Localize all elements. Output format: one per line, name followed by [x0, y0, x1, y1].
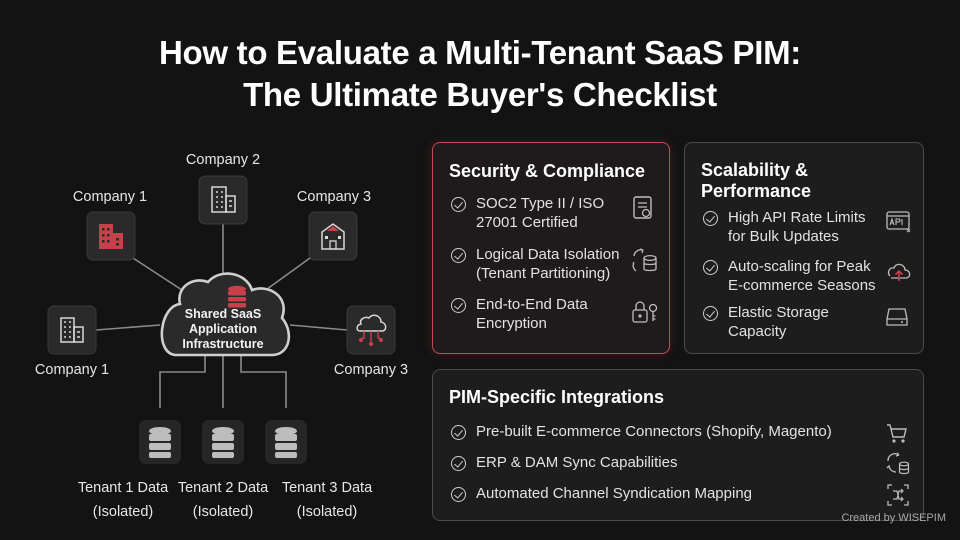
tenant-1-status: (Isolated) [92, 504, 154, 520]
company-2-node [198, 175, 248, 225]
scalability-item-1-line-1: High API Rate Limits [728, 209, 866, 226]
company-1-top-label: Company 1 [72, 189, 148, 205]
security-item-1-line-2: 27001 Certified [476, 214, 578, 231]
security-item-2-line-1: Logical Data Isolation [476, 246, 620, 263]
scalability-item-2-line-2: E-commerce Seasons [728, 277, 876, 294]
building-icon [60, 317, 84, 343]
check-circle-icon [451, 487, 466, 502]
hub-line-1: Shared SaaS [184, 307, 262, 321]
channel-mapping-icon [887, 484, 909, 506]
company-3-right-label: Company 3 [333, 362, 409, 378]
company-3-top-node [308, 211, 358, 261]
check-circle-icon [451, 456, 466, 471]
tenant-2-label: Tenant 2 Data (Isolated) [178, 476, 268, 524]
storage-drive-icon [886, 308, 908, 326]
tenant-2-status: (Isolated) [192, 504, 254, 520]
company-1-left-label: Company 1 [34, 362, 110, 378]
check-circle-icon [703, 306, 718, 321]
page-title: How to Evaluate a Multi-Tenant SaaS PIM:… [0, 32, 960, 116]
hub-line-2: Application [188, 322, 258, 336]
database-icon [228, 285, 246, 308]
certificate-icon [633, 196, 652, 219]
scalability-performance-panel: Scalability & Performance High API Rate … [684, 142, 924, 354]
scalability-item-1: High API Rate Limits for Bulk Updates [728, 208, 866, 246]
tenant-2-database [202, 420, 244, 464]
tenant-3-label: Tenant 3 Data (Isolated) [282, 476, 372, 524]
security-compliance-panel: Security & Compliance SOC2 Type II / ISO… [432, 142, 670, 354]
database-icon [275, 427, 297, 458]
security-item-3-line-2: Encryption [476, 315, 547, 332]
connector-company-1-top [132, 257, 186, 293]
check-circle-icon [703, 260, 718, 275]
tenant-3-name: Tenant 3 Data [281, 480, 373, 496]
scalability-item-2: Auto-scaling for Peak E-commerce Seasons [728, 257, 876, 295]
scalability-item-3: Elastic Storage Capacity [728, 303, 829, 341]
scalability-title-line-1: Scalability & [701, 160, 809, 180]
tenant-1-database [139, 420, 181, 464]
company-3-right-node [346, 305, 396, 355]
tenant-2-name: Tenant 2 Data [177, 480, 269, 496]
connector-lines [95, 212, 348, 408]
connector-company-3-top [262, 257, 311, 293]
tenant-3-database [265, 420, 307, 464]
check-circle-icon [451, 248, 466, 263]
office-building-icon [211, 186, 236, 213]
tenant-1-name: Tenant 1 Data [77, 480, 169, 496]
database-sync-icon [632, 248, 657, 272]
shopping-cart-icon [887, 424, 907, 443]
database-icon [212, 427, 234, 458]
check-circle-icon [451, 298, 466, 313]
title-line-2: The Ultimate Buyer's Checklist [243, 76, 717, 113]
api-icon [886, 211, 911, 233]
integrations-item-3: Automated Channel Syndication Mapping [476, 485, 753, 502]
security-item-1-line-1: SOC2 Type II / ISO [476, 195, 605, 212]
check-circle-icon [703, 211, 718, 226]
tenant-1-label: Tenant 1 Data (Isolated) [78, 476, 168, 524]
cloud-upload-icon [887, 263, 911, 281]
hub-label: Shared SaaS Application Infrastructure [163, 307, 283, 352]
scalability-panel-title: Scalability & Performance [701, 160, 811, 202]
check-circle-icon [451, 197, 466, 212]
company-3-top-label: Company 3 [296, 189, 372, 205]
connector-tenant-3 [240, 355, 287, 408]
lock-key-icon [632, 301, 658, 323]
sync-database-icon [886, 452, 910, 475]
security-panel-title: Security & Compliance [449, 161, 646, 181]
integrations-item-1: Pre-built E-commerce Connectors (Shopify… [476, 423, 832, 440]
database-icon [149, 427, 171, 458]
security-item-2: Logical Data Isolation (Tenant Partition… [476, 245, 619, 283]
warehouse-icon [321, 223, 345, 250]
connector-tenant-1 [159, 355, 206, 408]
hub-line-3: Infrastructure [182, 337, 264, 351]
credit-label: Created by WISEPIM [841, 512, 946, 524]
connector-company-3-right [289, 324, 348, 331]
cloud-network-icon [356, 314, 387, 346]
scalability-title-line-2: Performance [701, 181, 812, 201]
company-1-left-node [47, 305, 97, 355]
scalability-item-3-line-2: Capacity [728, 323, 787, 340]
security-item-1: SOC2 Type II / ISO 27001 Certified [476, 194, 604, 232]
architecture-diagram [47, 175, 396, 464]
scalability-item-1-line-2: for Bulk Updates [728, 228, 839, 245]
integrations-panel-title: PIM-Specific Integrations [449, 387, 665, 407]
company-1-top-node [86, 211, 136, 261]
title-line-1: How to Evaluate a Multi-Tenant SaaS PIM: [159, 34, 801, 71]
tenant-3-status: (Isolated) [296, 504, 358, 520]
pim-integrations-panel: PIM-Specific Integrations Pre-built E-co… [432, 369, 924, 521]
security-item-3: End-to-End Data Encryption [476, 295, 588, 333]
scalability-item-2-line-1: Auto-scaling for Peak [728, 258, 871, 275]
security-item-3-line-1: End-to-End Data [476, 296, 588, 313]
connector-company-1-left [95, 324, 161, 331]
check-circle-icon [451, 425, 466, 440]
integrations-item-2: ERP & DAM Sync Capabilities [476, 454, 678, 471]
scalability-item-3-line-1: Elastic Storage [728, 304, 829, 321]
cloud-hub [160, 272, 291, 357]
security-item-2-line-2: (Tenant Partitioning) [476, 265, 611, 282]
company-2-label: Company 2 [185, 152, 261, 168]
building-icon [99, 224, 123, 249]
